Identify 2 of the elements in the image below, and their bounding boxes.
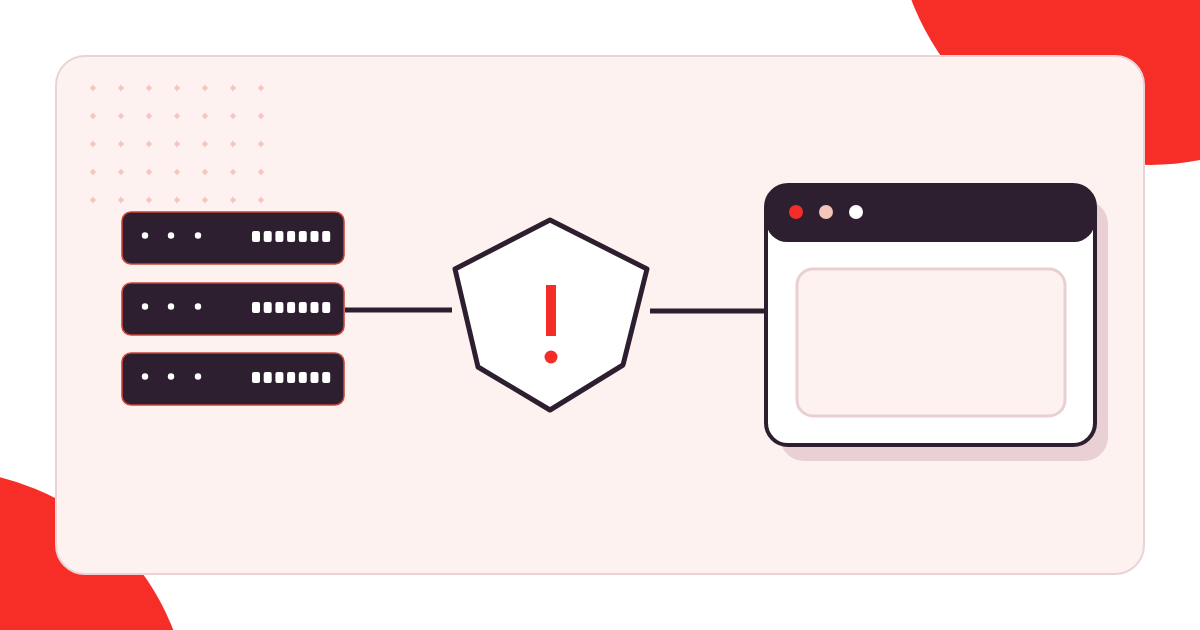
connector-line: [650, 308, 764, 314]
connector-line: [345, 307, 452, 313]
